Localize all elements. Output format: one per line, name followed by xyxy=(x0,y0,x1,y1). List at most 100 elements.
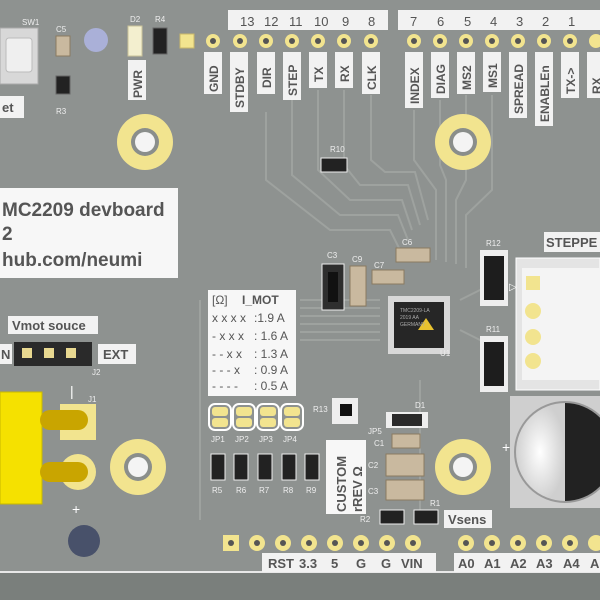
board-version: 2 xyxy=(2,224,13,245)
top-number-13: 13 xyxy=(240,14,254,29)
fiducial-bottom xyxy=(68,525,100,557)
ref-j1: J1 xyxy=(88,395,97,404)
ref-c5: C5 xyxy=(56,25,67,34)
pin-label-a4: A4 xyxy=(563,556,580,571)
current-table-unit: [Ω] xyxy=(212,293,228,307)
ref-r6: R6 xyxy=(236,486,247,495)
ref-r11: R11 xyxy=(486,325,501,334)
ref-d2: D2 xyxy=(130,15,141,24)
top-number-11: 11 xyxy=(289,14,303,29)
resistor-r2 xyxy=(379,509,405,525)
resistor-r11 xyxy=(484,342,504,386)
pin-label-a1: A1 xyxy=(484,556,501,571)
pin-label-gnd: GND xyxy=(207,65,221,92)
pin-label-a5: A xyxy=(590,556,600,571)
led-power xyxy=(127,25,143,57)
driver-chip xyxy=(388,296,450,354)
capacitor-c7 xyxy=(371,269,405,285)
current-row-value: : 0.5 A xyxy=(254,379,288,393)
top-number-4: 4 xyxy=(490,14,497,29)
ref-c6: C6 xyxy=(402,238,413,247)
top-header-pads xyxy=(179,33,600,49)
capacitor-c5 xyxy=(55,35,71,57)
vmot-title: Vmot souce xyxy=(12,318,86,333)
solder-jumpers[interactable] xyxy=(208,403,304,431)
chip-marking: 2019 AA xyxy=(400,315,420,321)
ref-r8: R8 xyxy=(283,486,294,495)
top-number-band-left xyxy=(228,10,388,30)
ref-r12: R12 xyxy=(486,239,501,248)
stepper-connector[interactable] xyxy=(515,257,600,391)
top-number-12: 12 xyxy=(264,14,278,29)
top-number-7: 7 xyxy=(410,14,417,29)
pin-label-rst: RST xyxy=(268,556,294,571)
capacitor-c6 xyxy=(395,247,431,263)
ref-r2: R2 xyxy=(360,515,371,524)
top-number-band-right xyxy=(398,10,600,30)
pin-label-index: INDEX xyxy=(408,67,422,104)
pin-label-5v: 5 xyxy=(331,556,338,571)
bulk-capacitor xyxy=(510,396,600,508)
pin-label-step: STEP xyxy=(286,65,300,96)
pin-label-gnd1: G xyxy=(356,556,366,571)
pin-label-dir: DIR xyxy=(260,67,274,88)
resistor-r3 xyxy=(55,75,71,95)
minus-marker: | xyxy=(70,383,74,399)
pin-label-vin: VIN xyxy=(401,556,423,571)
ref-r10: R10 xyxy=(330,145,345,154)
current-row-pattern: - - - x xyxy=(212,363,240,377)
ref-jp4: JP4 xyxy=(283,435,297,444)
resistor-r13 xyxy=(340,404,352,416)
pin-label-ms1: MS1 xyxy=(486,63,500,88)
vmot-left-box xyxy=(0,344,12,364)
reset-switch[interactable] xyxy=(0,27,39,85)
pwr-label: PWR xyxy=(131,70,145,98)
pwr-label-box xyxy=(128,60,146,100)
ref-r13: R13 xyxy=(313,405,328,414)
resistor-r4 xyxy=(152,27,168,55)
diode-d1 xyxy=(392,414,422,426)
top-number-10: 10 xyxy=(314,14,328,29)
power-terminal[interactable] xyxy=(0,391,96,505)
current-row-pattern: - x x x xyxy=(212,329,244,343)
board-edge xyxy=(0,572,600,600)
top-number-3: 3 xyxy=(516,14,523,29)
sense-resistors xyxy=(210,453,320,481)
capacitor-c9 xyxy=(349,265,367,307)
ref-j2: J2 xyxy=(92,368,101,377)
resistor-r1 xyxy=(413,509,439,525)
board-url: hub.com/neumi xyxy=(2,250,142,271)
custom-box xyxy=(326,440,366,514)
pin-label-rx: RX xyxy=(338,65,352,82)
ref-u1: U1 xyxy=(440,349,451,358)
current-row-value: :1.9 A xyxy=(254,311,285,325)
current-row-value: : 1.3 A xyxy=(254,347,288,361)
vmot-title-box xyxy=(8,316,98,334)
top-number-1: 1 xyxy=(568,14,575,29)
pin-label-diag: DIAG xyxy=(434,64,448,94)
stepper-label-box xyxy=(544,232,600,252)
pin-label-ms2: MS2 xyxy=(460,65,474,90)
board-title: MC2209 devboard xyxy=(2,200,165,221)
current-row-value: : 1.6 A xyxy=(254,329,288,343)
pin-label-enablen: ENABLEn xyxy=(538,65,552,122)
ref-r7: R7 xyxy=(259,486,270,495)
ref-c3-bottom: C3 xyxy=(368,487,379,496)
reset-label-box xyxy=(0,96,24,118)
ref-r9: R9 xyxy=(306,486,317,495)
bottom-label-band-left xyxy=(262,553,436,572)
vmot-jumper-header[interactable] xyxy=(14,342,92,366)
ref-sw1: SW1 xyxy=(22,18,40,27)
top-number-6: 6 xyxy=(437,14,444,29)
current-row-pattern: x x x x xyxy=(212,311,246,325)
resistor-r10 xyxy=(320,157,348,173)
pcb-traces xyxy=(199,90,501,520)
top-pin-label-boxes xyxy=(204,52,600,126)
ref-c7: C7 xyxy=(374,261,385,270)
ref-c1: C1 xyxy=(374,439,385,448)
pin-label-tx: TX xyxy=(312,67,326,82)
ref-c2: C2 xyxy=(368,461,379,470)
ref-c3: C3 xyxy=(327,251,338,260)
ref-r1: R1 xyxy=(430,499,441,508)
